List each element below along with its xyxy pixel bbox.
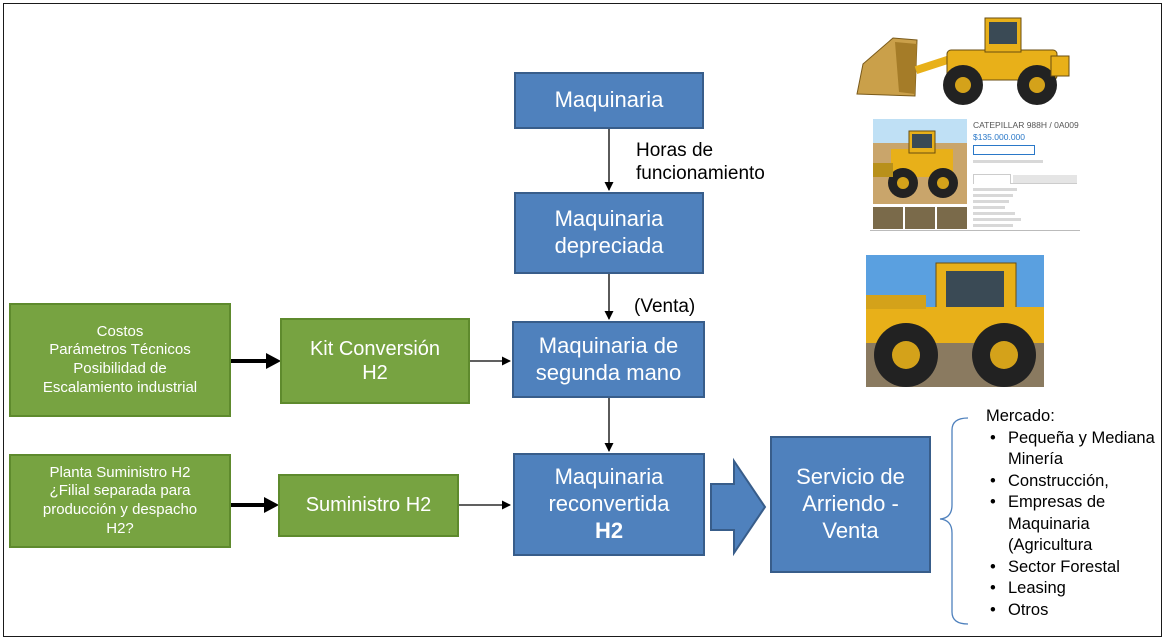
box-maquinaria: Maquinaria	[514, 72, 704, 129]
box-reconvertida-line2: reconvertida	[548, 491, 670, 517]
box-reconvertida-line1: Maquinaria	[554, 464, 664, 490]
box-maquinaria-depreciada: Maquinaria depreciada	[514, 192, 704, 274]
box-depreciada-line1: Maquinaria	[554, 206, 664, 232]
listing-spec-line	[973, 206, 1005, 209]
box-suministro-label: Suministro H2	[305, 494, 432, 517]
edge-label-horas-line1: Horas de	[636, 140, 714, 161]
listing-spec-line	[973, 212, 1015, 215]
box-servicio-arriendo-venta: Servicio de Arriendo - Venta	[770, 436, 931, 573]
listing-spec-line	[973, 200, 1009, 203]
market-title: Mercado:	[986, 407, 1055, 425]
box-servicio-line3: Venta	[822, 517, 879, 543]
market-item: Construcción,	[986, 471, 1167, 493]
listing-title: CATEPILLAR 988H / 0A009	[973, 120, 1079, 130]
market-bracket	[939, 417, 969, 625]
box-depreciada-line2: depreciada	[554, 233, 664, 258]
box-servicio-line2: Arriendo -	[802, 491, 899, 517]
box-planta-line4: H2?	[106, 519, 134, 537]
box-planta-line3: producción y despacho	[42, 501, 198, 518]
box-planta-line1: Planta Suministro H2	[49, 463, 191, 481]
listing-description-tab	[973, 174, 1077, 184]
listing-spec-line	[973, 218, 1021, 221]
market-items: Pequeña y Mediana Minería Construcción, …	[986, 428, 1167, 622]
box-costos-line3: Posibilidad de	[73, 360, 167, 377]
block-arrow-to-servicio	[710, 457, 767, 557]
listing-spec-line	[973, 194, 1013, 197]
market-item: Sector Forestal	[986, 557, 1167, 579]
edge-label-horas: Horas de funcionamiento	[636, 139, 765, 185]
box-suministro-h2: Suministro H2	[278, 474, 459, 537]
diagram-frame	[3, 3, 1162, 637]
box-servicio-line1: Servicio de	[796, 464, 905, 490]
edge-label-venta: (Venta)	[634, 296, 696, 317]
box-segunda-line1: Maquinaria de	[538, 332, 679, 358]
loader-closeup-photo	[866, 255, 1044, 387]
box-kit-conversion: Kit Conversión H2	[280, 318, 470, 404]
listing-spec-line	[973, 188, 1017, 191]
box-reconvertida-line3: H2	[594, 517, 624, 543]
market-item: Otros	[986, 600, 1167, 622]
market-item: Pequeña y Mediana Minería	[986, 428, 1167, 471]
box-costos-line1: Costos	[96, 322, 144, 340]
box-maquinaria-segunda-mano: Maquinaria de segunda mano	[512, 321, 705, 398]
box-kit-line1: Kit Conversión	[309, 337, 441, 360]
listing-main-image	[873, 119, 967, 204]
box-segunda-line2: segunda mano	[535, 359, 682, 385]
market-item: Leasing	[986, 578, 1167, 600]
box-kit-line2: H2	[362, 362, 388, 384]
edge-label-horas-line2: funcionamiento	[636, 163, 765, 185]
box-planta-suministro: Planta Suministro H2 ¿Filial separada pa…	[9, 454, 231, 548]
box-maquinaria-reconvertida: Maquinaria reconvertida H2	[513, 453, 705, 556]
listing-thumbnails	[873, 207, 967, 229]
listing-screenshot: CATEPILLAR 988H / 0A009 $135.000.000	[870, 116, 1080, 232]
listing-divider	[870, 230, 1080, 231]
market-item: Empresas de Maquinaria (Agricultura	[986, 492, 1128, 557]
box-costos-line2: Parámetros Técnicos	[49, 341, 191, 359]
wheel-loader-photo	[856, 17, 1070, 105]
listing-contact-button	[973, 145, 1035, 155]
box-costos: Costos Parámetros Técnicos Posibilidad d…	[9, 303, 231, 417]
listing-price: $135.000.000	[973, 132, 1025, 142]
thick-arrowhead-planta	[264, 497, 279, 513]
listing-spec-line	[973, 224, 1013, 227]
thick-arrowhead-costos	[266, 353, 281, 369]
box-maquinaria-label: Maquinaria	[554, 87, 664, 113]
box-costos-line4: Escalamiento industrial	[42, 378, 198, 396]
box-planta-line2: ¿Filial separada para	[49, 482, 191, 500]
listing-category-text	[973, 160, 1043, 163]
market-list: Mercado: Pequeña y Mediana Minería Const…	[986, 406, 1167, 621]
